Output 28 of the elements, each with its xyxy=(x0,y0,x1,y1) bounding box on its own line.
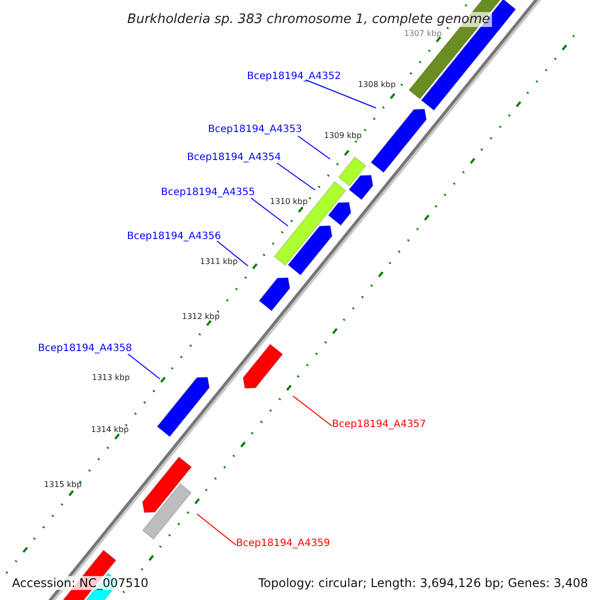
gene-label: Bcep18194_A4356 xyxy=(127,232,221,242)
scale-label: 1313 kbp xyxy=(92,374,130,382)
gene-label: Bcep18194_A4357 xyxy=(332,420,426,430)
scale-label: 1310 kbp xyxy=(270,198,308,206)
scale-label: 1307 kbp xyxy=(404,30,442,38)
scale-label: 1315 kbp xyxy=(44,481,82,489)
scale-label: 1312 kbp xyxy=(182,313,220,321)
leader-line xyxy=(128,354,160,380)
leader-line xyxy=(196,514,236,546)
leader-line xyxy=(306,80,376,108)
leader-line xyxy=(292,396,332,426)
leader-line xyxy=(276,162,316,190)
leader-line xyxy=(298,136,330,160)
leader-line xyxy=(250,198,288,226)
gene-label: Bcep18194_A4359 xyxy=(236,539,330,549)
scale-label: 1314 kbp xyxy=(91,426,129,434)
scale-label: 1311 kbp xyxy=(200,258,238,266)
gene-label: Bcep18194_A4352 xyxy=(247,72,341,82)
scale-label: 1308 kbp xyxy=(358,81,396,89)
gene-label: Bcep18194_A4354 xyxy=(187,153,281,163)
gene-label: Bcep18194_A4353 xyxy=(208,125,302,135)
title: Burkholderia sp. 383 chromosome 1, complete genome xyxy=(125,12,492,27)
gene-label: Bcep18194_A4358 xyxy=(38,344,132,354)
gene-label: Bcep18194_A4355 xyxy=(161,188,255,198)
genome-info-text: Topology: circular; Length: 3,694,126 bp; Genes: 3,408 xyxy=(256,576,590,590)
scale-label: 1309 kbp xyxy=(324,132,362,140)
accession-text: Accession: NC_007510 xyxy=(10,576,150,590)
leader-line xyxy=(216,240,248,266)
